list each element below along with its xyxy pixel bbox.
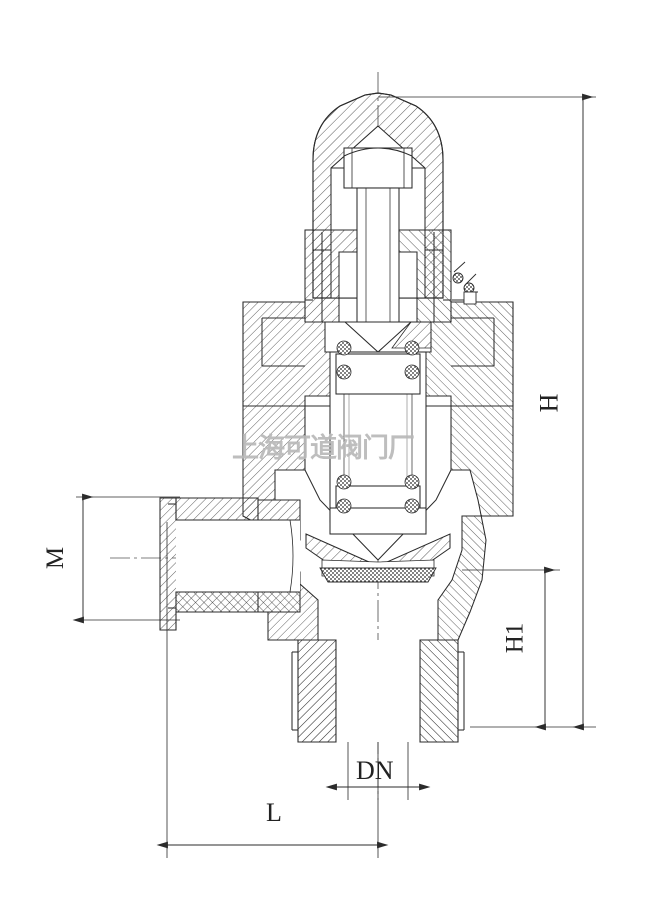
dimension-H1 [462,566,560,731]
small-fastener-detail [452,261,478,305]
dimension-label-DN: DN [356,756,394,785]
dimension-H [378,93,596,731]
bonnet-neck [304,229,452,323]
dimension-label-M: M [42,546,70,570]
dimension-label-L: L [266,798,282,827]
valve-seat-disc [305,533,451,583]
adjusting-screw-head [343,147,413,327]
dimension-DN [325,742,431,800]
spring-coil-sections-upper [336,340,420,380]
seat-gasket [319,567,437,583]
dimension-label-H: H [534,393,564,413]
dimension-M [72,493,180,624]
bonnet-flange [242,301,514,407]
spring-guide-cage [324,321,432,535]
outlet-pipe-bottom [291,639,465,743]
dimension-L [156,522,389,858]
inlet-branch-left [160,497,301,631]
dimension-label-H1: H1 [501,622,529,654]
spring-coil-sections-lower [336,474,420,514]
